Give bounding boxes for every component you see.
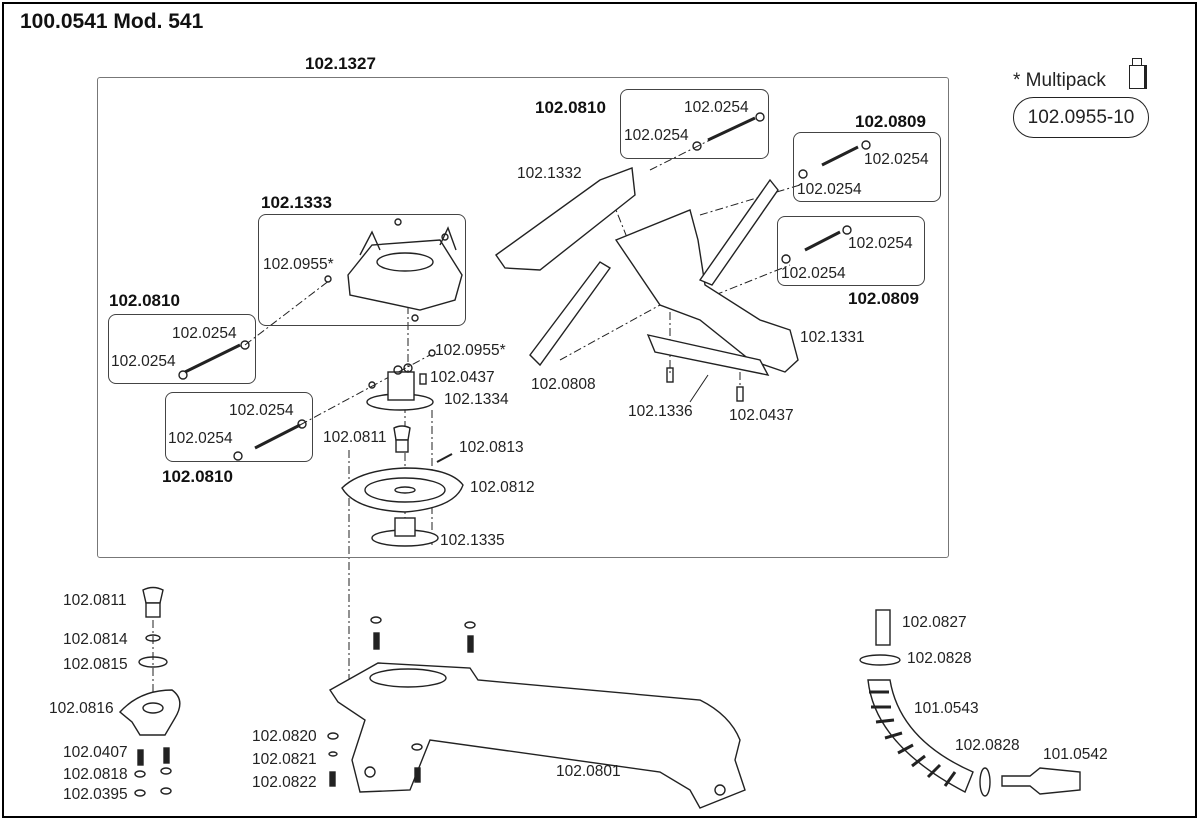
kit-0810-left-top-box: [108, 314, 256, 384]
center-pin-label: 102.0813: [459, 439, 524, 456]
center-bolt-label: 102.0437: [430, 369, 495, 386]
kit-0810-left-bottom-title: 102.0810: [162, 467, 233, 486]
kit-0809-top-title: 102.0809: [855, 112, 926, 131]
center-knob-label: 102.0811: [323, 429, 387, 446]
valve-stack: [118, 586, 181, 797]
kit-0810-left-top-nut-a: 102.0254: [172, 325, 237, 342]
lever-assembly: [495, 167, 799, 403]
lever-label: 102.1331: [800, 329, 865, 346]
kit-0810-top-title: 102.0810: [535, 98, 606, 117]
valve-housing-label: 102.0816: [49, 700, 114, 717]
multipack-part-number: 102.0955-10: [1013, 97, 1149, 138]
base-bolt-label: 102.0822: [252, 774, 317, 791]
kit-1333-screw-label: 102.0955*: [263, 256, 334, 273]
kit-0810-left-bottom-box: [165, 392, 313, 462]
hose-clamp-top-label: 102.0828: [907, 650, 972, 667]
hose-label: 101.0543: [914, 700, 979, 717]
part-1335: [371, 517, 439, 547]
kit-0810-top-box: [620, 89, 769, 159]
base-washer-label: 102.0821: [252, 751, 317, 768]
hose-clamp-bottom-label: 102.0828: [955, 737, 1020, 754]
center-diaphragm-label: 102.0812: [470, 479, 535, 496]
valve-ring-label: 102.0815: [63, 656, 128, 673]
kit-0809-bottom-title: 102.0809: [848, 289, 919, 308]
kit-0809-top-nut-b: 102.0254: [797, 181, 862, 198]
kit-0810-left-bottom-nut-a: 102.0254: [229, 402, 294, 419]
kit-0809-top-nut-a: 102.0254: [864, 151, 929, 168]
lever-arm-top-label: 102.1332: [517, 165, 582, 182]
hose-fitting-label: 102.0827: [902, 614, 967, 631]
center-mount-label: 102.1334: [444, 391, 509, 408]
pin-0813: [436, 453, 453, 463]
kit-0810-top-nut-b: 102.0254: [624, 127, 689, 144]
stud-assemblies: [178, 112, 871, 461]
part-0812-diaphragm: [341, 467, 464, 513]
valve-washer-label: 102.0814: [63, 631, 128, 648]
kit-1333-box: [258, 214, 466, 326]
valve-nut-label: 102.0395: [63, 786, 128, 803]
assembly-1327-label: 102.1327: [305, 54, 376, 73]
center-base-plate-label: 102.1335: [440, 532, 505, 549]
assembly-1327-box: [97, 77, 949, 558]
lever-arm-bottom-label: 102.0808: [531, 376, 596, 393]
kit-0809-bottom-nut-a: 102.0254: [848, 235, 913, 252]
kit-0810-left-top-nut-b: 102.0254: [111, 353, 176, 370]
part-1334: [366, 349, 436, 411]
center-screw-label: 102.0955*: [435, 342, 506, 359]
kit-0810-top-nut-a: 102.0254: [684, 99, 749, 116]
base-nut-label: 102.0820: [252, 728, 317, 745]
lever-bolt-label: 102.0437: [729, 407, 794, 424]
base-casting: [327, 616, 746, 809]
kit-0810-left-top-title: 102.0810: [109, 291, 180, 310]
valve-knob-label: 102.0811: [63, 592, 127, 609]
drawing-title: 100.0541 Mod. 541: [20, 10, 204, 33]
multipack-label: * Multipack: [1013, 70, 1106, 91]
kit-0810-left-bottom-nut-b: 102.0254: [168, 430, 233, 447]
valve-lock-washer-label: 102.0818: [63, 766, 128, 783]
hose-assembly: [859, 609, 1081, 797]
hose-nozzle-label: 101.0542: [1043, 746, 1108, 763]
lever-bracket-label: 102.1336: [628, 403, 693, 420]
multipack-box-icon: [1129, 58, 1147, 89]
valve-stud-label: 102.0407: [63, 744, 128, 761]
kit-1333-title: 102.1333: [261, 193, 332, 212]
kit-0809-bottom-nut-b: 102.0254: [781, 265, 846, 282]
kit-0809-bottom-box: [777, 216, 925, 286]
base-part-label: 102.0801: [556, 763, 621, 780]
part-0811-center: [393, 425, 411, 453]
part-1333-mount: [324, 218, 463, 322]
kit-0809-top-box: [793, 132, 941, 202]
